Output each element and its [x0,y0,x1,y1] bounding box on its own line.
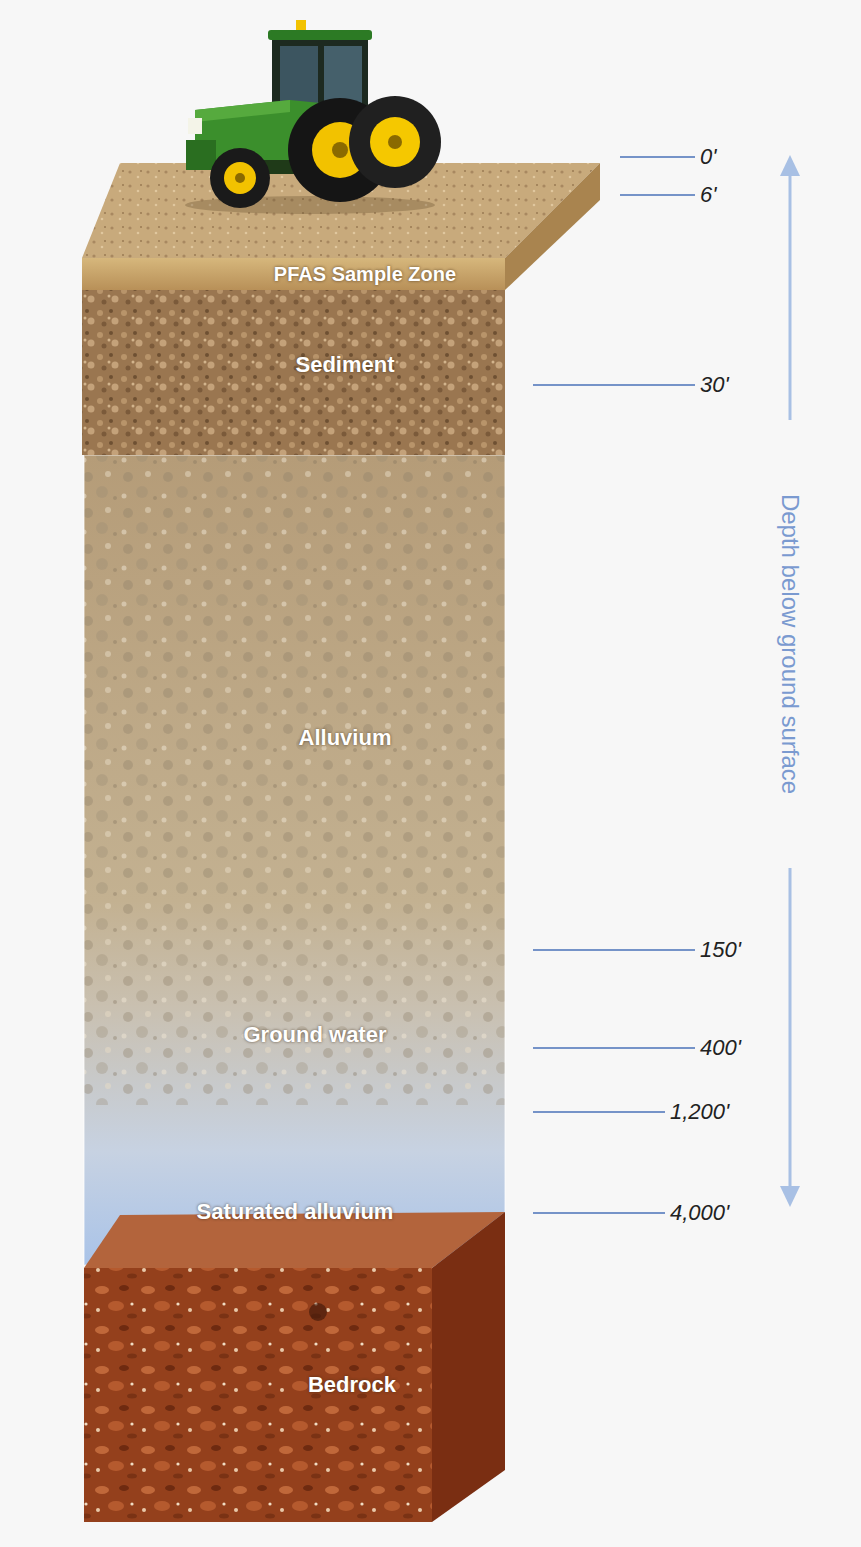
depth-value: 0' [700,144,716,170]
layer-label: Sediment [295,352,394,378]
layer-label: Alluvium [299,725,392,751]
bedrock-block: Bedrock [84,1268,432,1522]
layer-label: Saturated alluvium [197,1199,394,1225]
sediment-layer: Sediment [82,290,505,455]
layer-label: Ground water [243,1022,386,1048]
depth-value: 1,200' [670,1099,729,1125]
depth-value: 30' [700,372,729,398]
depth-value: 6' [700,182,716,208]
depth-value: 4,000' [670,1200,729,1226]
depth-value: 400' [700,1035,741,1061]
layer-label: Bedrock [308,1372,396,1398]
depth-value: 150' [700,937,741,963]
axis-title: Depth below ground surface [776,494,804,794]
tractor-icon [185,20,441,214]
sample-zone-band: PFAS Sample Zone [82,258,505,290]
alluvium-block: AlluviumGround waterSaturated alluvium [84,455,505,1265]
layer-label: PFAS Sample Zone [274,263,456,286]
